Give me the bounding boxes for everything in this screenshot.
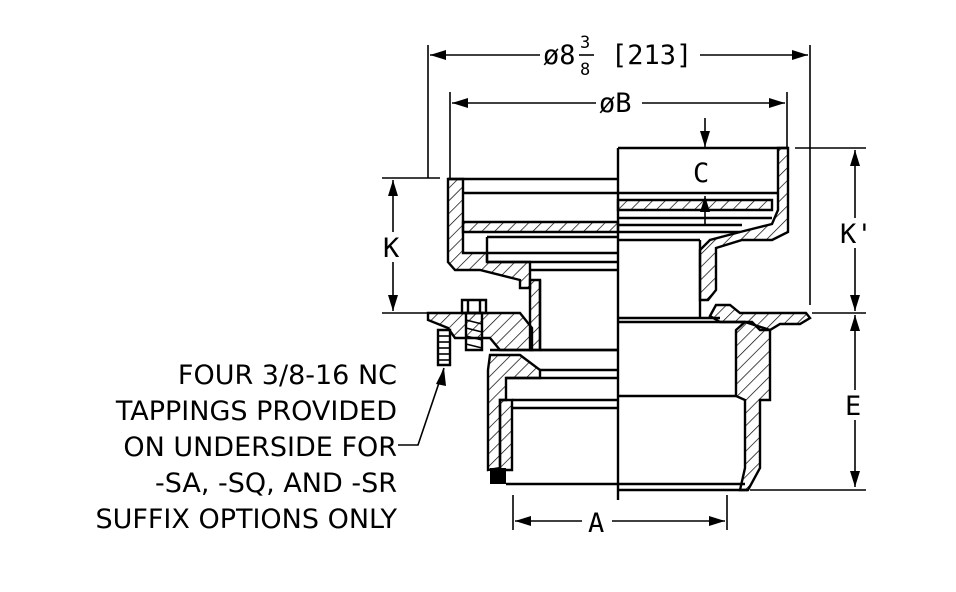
dim-a: A: [512, 495, 728, 539]
dim-e: E: [750, 315, 866, 491]
diameter-b-dimension: øB: [449, 88, 788, 178]
note-line-2: TAPPINGS PROVIDED: [115, 396, 397, 427]
overall-diameter-dimension: ø8 3 8 [213]: [427, 33, 811, 305]
overall-diameter-prefix: ø8: [543, 40, 576, 71]
note-line-5: SUFFIX OPTIONS ONLY: [95, 504, 397, 535]
drain-body: [426, 146, 812, 500]
dim-c-label: C: [693, 158, 709, 189]
dim-e-label: E: [845, 391, 861, 422]
dim-k-prime-label: K': [840, 219, 873, 250]
overall-diameter-frac-den: 8: [580, 60, 590, 80]
dim-k-prime: K': [795, 147, 873, 314]
diameter-b-label: øB: [599, 88, 632, 119]
note-line-4: -SA, -SQ, AND -SR: [155, 468, 397, 499]
dim-k: K: [382, 177, 440, 314]
overall-diameter-frac-num: 3: [580, 33, 590, 53]
note-line-3: ON UNDERSIDE FOR: [123, 432, 397, 463]
bolt-icon: [436, 298, 488, 367]
note-line-1: FOUR 3/8-16 NC: [178, 360, 397, 391]
dim-k-label: K: [383, 233, 400, 264]
overall-diameter-metric: [213]: [611, 40, 692, 71]
dim-a-label: A: [588, 508, 604, 539]
tapping-note: FOUR 3/8-16 NC TAPPINGS PROVIDED ON UNDE…: [95, 360, 446, 535]
